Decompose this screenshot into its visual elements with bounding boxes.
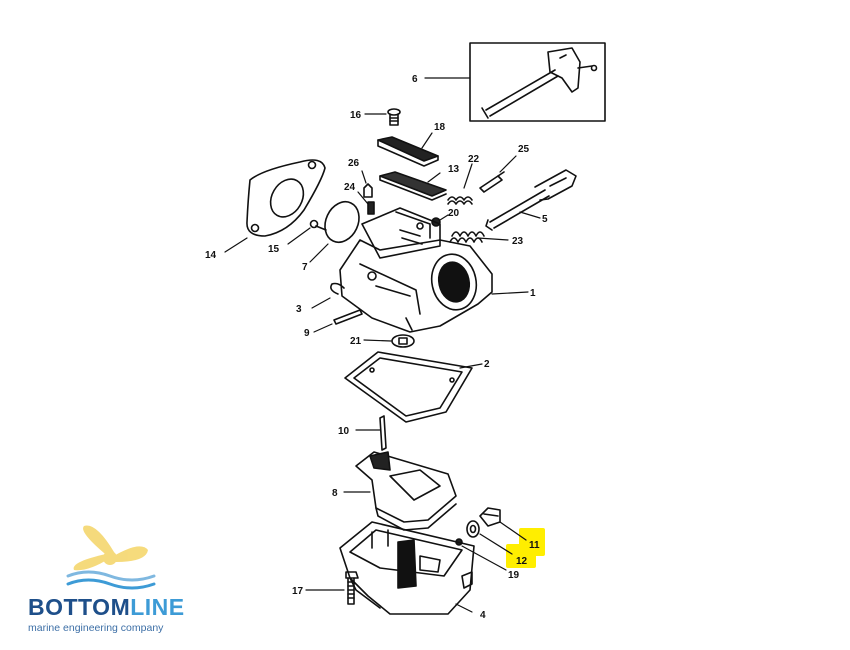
part-5-shaft	[485, 169, 577, 231]
label-13: 13	[448, 164, 460, 175]
part-10-pin	[355, 415, 387, 451]
part-15-screw	[287, 219, 327, 245]
label-26: 26	[348, 158, 360, 169]
label-22: 22	[468, 154, 480, 165]
part-26-pin	[361, 170, 373, 198]
label-7: 7	[302, 262, 308, 273]
label-24: 24	[344, 182, 356, 193]
part-21-seal	[363, 334, 415, 348]
label-19: 19	[508, 570, 520, 581]
logo-word-line: LINE	[130, 594, 185, 620]
logo-wordmark: BOTTOMLINE	[28, 594, 185, 621]
part-3-clip	[311, 282, 345, 309]
part-16-screw	[387, 108, 401, 126]
label-16: 16	[350, 110, 362, 121]
label-11: 11	[529, 540, 540, 551]
label-4: 4	[480, 610, 486, 621]
part-7-throttle-plate	[309, 201, 360, 263]
part-13-plate	[379, 171, 447, 201]
propeller-icon	[66, 525, 156, 590]
label-14: 14	[205, 250, 217, 261]
label-20: 20	[448, 208, 460, 219]
label-2: 2	[484, 359, 490, 370]
part-11-plug-screw	[479, 507, 527, 541]
part-9-pin	[313, 309, 363, 333]
label-23: 23	[512, 236, 524, 247]
logo-word-bottom: BOTTOM	[28, 594, 131, 620]
label-1: 1	[530, 288, 536, 299]
part-4-float-bowl	[339, 521, 475, 615]
part-18-plate	[377, 136, 439, 167]
callout-labels: 6 16 18 26 13 22 25 24 20 14 15 7 5 23 1…	[205, 74, 548, 621]
label-3: 3	[296, 304, 302, 315]
bottomline-logo: BOTTOMLINE marine engineering company	[18, 522, 198, 640]
highlight-box-12	[506, 544, 536, 568]
part-2-bowl-gasket	[344, 351, 483, 423]
label-5: 5	[542, 214, 548, 225]
logo-tagline: marine engineering company	[28, 622, 164, 634]
label-21: 21	[350, 336, 362, 347]
label-9: 9	[304, 328, 310, 339]
part-6-shaft-inset	[469, 42, 606, 122]
label-15: 15	[268, 244, 280, 255]
part-24-pin	[357, 191, 375, 215]
part-14-gasket	[224, 159, 326, 253]
label-12: 12	[516, 556, 528, 567]
part-17-bolt	[305, 571, 359, 605]
part-8-float	[343, 451, 457, 531]
label-17: 17	[292, 586, 304, 597]
part-22-spring	[447, 163, 473, 205]
part-23-spring	[449, 231, 509, 243]
part-25-needle	[479, 155, 517, 193]
label-6: 6	[412, 74, 418, 85]
label-10: 10	[338, 426, 350, 437]
label-18: 18	[434, 122, 446, 133]
part-12-washer	[466, 520, 513, 555]
wave-icon	[66, 570, 156, 590]
part-1-carburetor-body	[339, 207, 529, 333]
label-8: 8	[332, 488, 338, 499]
label-25: 25	[518, 144, 530, 155]
